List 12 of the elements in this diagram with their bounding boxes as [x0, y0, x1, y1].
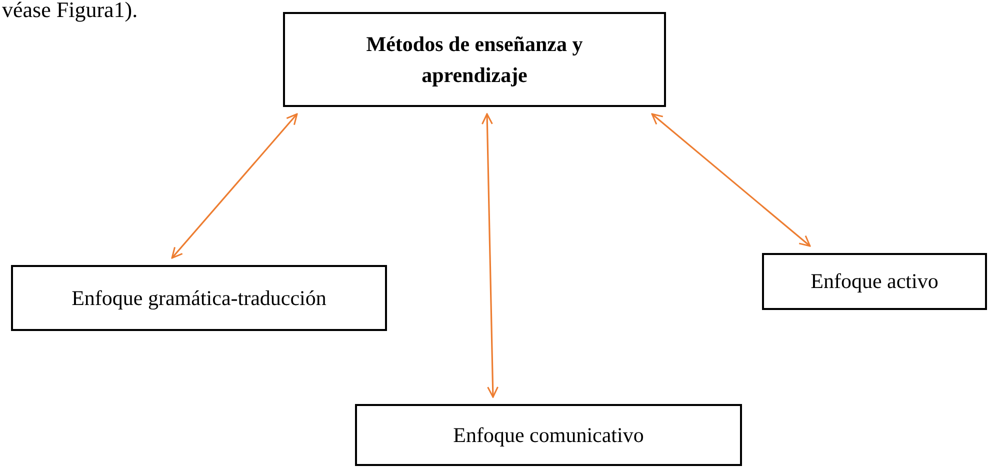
text-box [355, 404, 742, 466]
double-arrow [171, 113, 298, 259]
double-arrow [651, 113, 811, 247]
text-box [762, 253, 987, 310]
caption-text: véase Figura1). [2, 0, 138, 24]
text-box [283, 12, 666, 107]
double-arrow [481, 113, 499, 398]
box-text: Enfoque gramática-traducción [72, 284, 326, 312]
box-text: Enfoque comunicativo [453, 422, 644, 449]
box-text: Enfoque activo [810, 268, 938, 296]
heading-text: Métodos de enseñanza y aprendizaje [365, 31, 584, 88]
text-box [11, 265, 387, 331]
